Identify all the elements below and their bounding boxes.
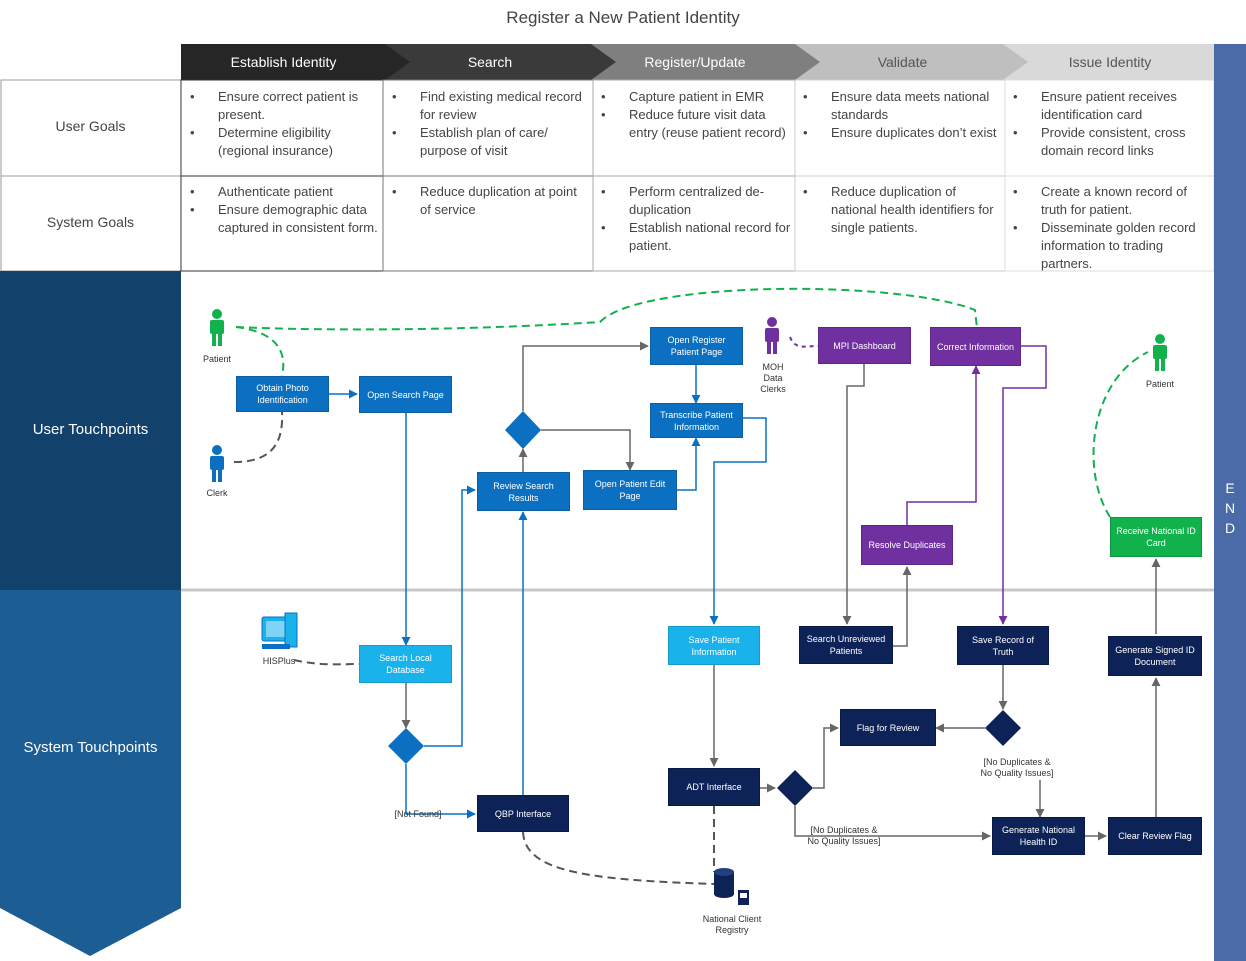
lane-label-user-touchpoints: User Touchpoints	[32, 421, 149, 438]
node-search-local-database: Search Local Database	[359, 645, 452, 683]
goal-item: Perform centralized de-duplication	[593, 183, 791, 219]
stage-chevron	[591, 44, 825, 80]
goal-item: Ensure patient receives identification c…	[1005, 88, 1211, 124]
decision-diamond	[505, 411, 541, 449]
user-goals-establish: Ensure correct patient is present.Determ…	[182, 88, 380, 160]
system-goals-issue: Create a known record of truth for patie…	[1005, 183, 1211, 273]
node-review-search-results: Review Search Results	[477, 472, 570, 511]
node-obtain-photo-identification: Obtain Photo Identification	[236, 376, 329, 412]
decision-diamond	[388, 728, 424, 764]
goal-item: Disseminate golden record information to…	[1005, 219, 1211, 273]
clerk-actor-icon	[210, 445, 224, 482]
goal-item: Reduce duplication of national health id…	[795, 183, 1001, 237]
goal-item: Determine eligibility (regional insuranc…	[182, 124, 380, 160]
page-title: Register a New Patient Identity	[506, 8, 740, 27]
database-icon	[714, 868, 749, 905]
actor-label-hisplus: HISPlus	[262, 656, 296, 666]
system-goals-register: Perform centralized de-duplicationEstabl…	[593, 183, 791, 255]
stage-search: Search	[467, 54, 513, 70]
goal-item: Establish plan of care/ purpose of visit	[384, 124, 590, 160]
user-goals-search: Find existing medical record for reviewE…	[384, 88, 590, 160]
node-resolve-duplicates: Resolve Duplicates	[861, 525, 953, 565]
user-goals-register: Capture patient in EMRReduce future visi…	[593, 88, 791, 142]
user-goals-validate: Ensure data meets national standardsEnsu…	[795, 88, 1001, 142]
node-generate-signed-id-document: Generate Signed ID Document	[1108, 636, 1202, 676]
stage-validate: Validate	[877, 54, 928, 70]
goal-item: Ensure data meets national standards	[795, 88, 1001, 124]
edge-label-no-duplicates: [No Duplicates &No Quality Issues]	[980, 757, 1054, 778]
node-search-unreviewed-patients: Search Unreviewed Patients	[799, 626, 893, 664]
node-transcribe-patient-information: Transcribe Patient Information	[650, 403, 743, 438]
node-clear-review-flag: Clear Review Flag	[1108, 817, 1202, 855]
actor-label-patient: Patient	[202, 354, 232, 364]
moh-clerk-actor-icon	[765, 317, 779, 354]
stage-chevron	[795, 44, 1033, 80]
actor-label-clerk: Clerk	[206, 488, 228, 498]
user-goals-issue: Ensure patient receives identification c…	[1005, 88, 1211, 160]
node-mpi-dashboard: MPI Dashboard	[818, 327, 911, 364]
patient-actor-icon	[1153, 334, 1167, 371]
computer-icon	[261, 612, 298, 649]
lane-label-system-touchpoints: System Touchpoints	[23, 739, 158, 756]
system-goals-validate: Reduce duplication of national health id…	[795, 183, 1001, 237]
row-label-user-goals: User Goals	[55, 118, 126, 134]
goal-item: Ensure correct patient is present.	[182, 88, 380, 124]
edge-label-no-duplicates: [No Duplicates &No Quality Issues]	[807, 825, 881, 846]
stage-establish-identity: Establish Identity	[230, 54, 337, 70]
goal-item: Ensure demographic data captured in cons…	[182, 201, 380, 237]
node-open-register-patient-page: Open Register Patient Page	[650, 327, 743, 365]
node-receive-national-id-card: Receive National ID Card	[1110, 517, 1202, 557]
node-save-patient-information: Save Patient Information	[668, 626, 760, 665]
node-flag-for-review: Flag for Review	[840, 709, 936, 746]
goal-item: Capture patient in EMR	[593, 88, 791, 106]
row-label-system-goals: System Goals	[46, 214, 135, 230]
decision-diamond	[777, 770, 813, 806]
goal-item: Create a known record of truth for patie…	[1005, 183, 1211, 219]
goal-item: Establish national record for patient.	[593, 219, 791, 255]
node-qbp-interface: QBP Interface	[477, 795, 569, 832]
goal-item: Find existing medical record for review	[384, 88, 590, 124]
lane-system-band	[0, 590, 181, 956]
node-adt-interface: ADT Interface	[668, 768, 760, 806]
node-open-patient-edit-page: Open Patient Edit Page	[583, 470, 677, 510]
goal-item: Reduce future visit data entry (reuse pa…	[593, 106, 791, 142]
actor-label-patient: Patient	[1145, 379, 1175, 389]
patient-actor-icon	[210, 309, 224, 346]
stage-chevron	[1003, 44, 1239, 80]
node-correct-information: Correct Information	[930, 327, 1021, 366]
system-goals-search: Reduce duplication at point of service	[384, 183, 590, 219]
system-goals-establish: Authenticate patientEnsure demographic d…	[182, 183, 380, 237]
node-save-record-of-truth: Save Record of Truth	[957, 626, 1049, 665]
node-generate-national-health-id: Generate National Health ID	[992, 817, 1085, 855]
stage-chevron	[181, 44, 415, 80]
edge-label-not-found: [Not Found]	[394, 809, 442, 819]
stage-register-update: Register/Update	[644, 54, 746, 70]
goal-item: Ensure duplicates don’t exist	[795, 124, 1001, 142]
lane-user-band	[0, 271, 181, 638]
goal-item: Provide consistent, cross domain record …	[1005, 124, 1211, 160]
stage-chevron	[385, 44, 621, 80]
goal-item: Reduce duplication at point of service	[384, 183, 590, 219]
decision-diamond	[985, 710, 1021, 746]
node-open-search-page: Open Search Page	[359, 376, 452, 413]
goal-item: Authenticate patient	[182, 183, 380, 201]
stage-issue-identity: Issue Identity	[1068, 54, 1152, 70]
